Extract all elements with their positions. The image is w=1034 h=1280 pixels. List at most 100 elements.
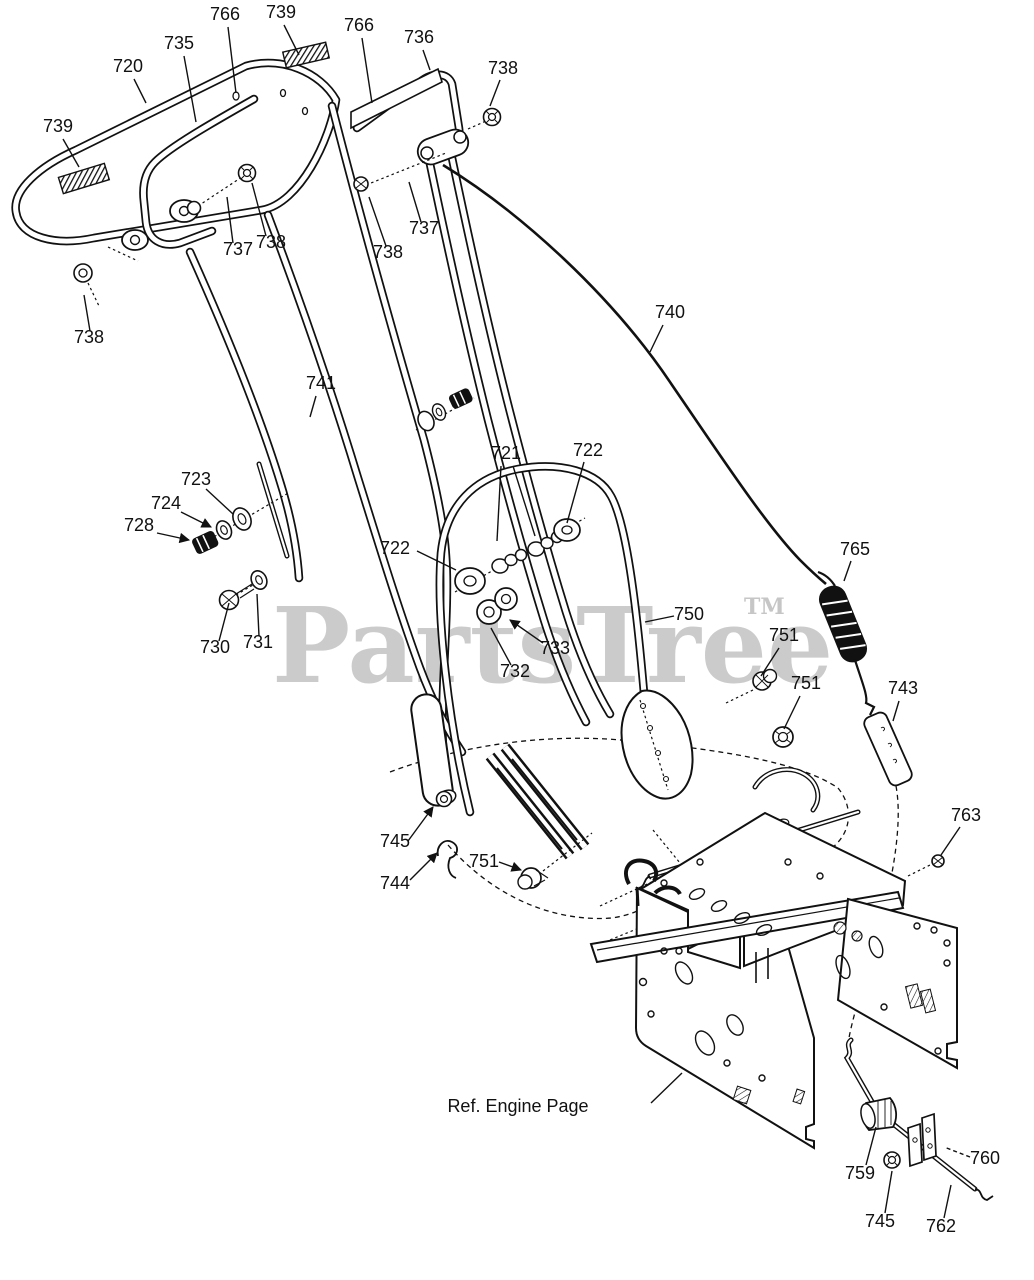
part-label-740: 740 [655,302,685,322]
part-label-ref-engine-page: Ref. Engine Page [447,1096,588,1116]
locknut-745-left [435,789,457,808]
leader-line-744 [409,852,438,881]
setscrew-cluster-right [415,388,475,432]
part-label-728: 728 [124,515,154,535]
part-label-735: 735 [164,33,194,53]
diagram-artwork [11,41,994,1201]
part-label-763: 763 [951,805,981,825]
part-label-736: 736 [404,27,434,47]
part-label-739: 739 [43,116,73,136]
part-label-766: 766 [344,15,374,35]
bolt-751-upper [725,668,778,704]
setscrew-cluster-723-724-728 [192,491,291,554]
leader-line-732 [490,627,512,666]
leader-line-721 [496,465,502,542]
leader-line-751 [760,647,780,677]
part-label-731: 731 [243,632,273,652]
spring-765-icon [817,570,876,716]
leader-line-722 [416,550,457,571]
part-label-762: 762 [926,1216,956,1236]
leader-line-740 [649,324,664,353]
bolt-751-bottom [517,832,593,890]
part-label-760: 760 [970,1148,1000,1168]
upper-handle-720 [11,58,341,246]
leader-line-743 [892,700,900,722]
control-rod-762 [843,1037,994,1201]
cable-740 [442,163,827,585]
bolt-763-icon [907,854,945,877]
slotted-straps [485,743,590,860]
part-label-741: 741 [306,373,336,393]
nut-745-bottom-icon [883,1151,901,1169]
leader-line-750 [644,615,675,623]
part-label-722: 722 [380,538,410,558]
leader-line-737 [226,196,234,244]
part-label-730: 730 [200,637,230,657]
leader-line-730 [218,602,230,642]
leader-line-736 [422,49,431,71]
leader-line-720 [133,78,147,104]
upper-handle-736 [350,67,470,166]
part-label-765: 765 [840,539,870,559]
part-label-744: 744 [380,873,410,893]
leader-line-759 [865,1126,877,1166]
part-label-737: 737 [409,218,439,238]
bolt-737-left [186,163,257,216]
leader-line-745 [407,806,434,842]
washer-738-far-left [73,263,100,307]
leader-line-735 [183,55,197,123]
part-label-745: 745 [380,831,410,851]
bolts-721-washers-722 [454,517,586,595]
leader-line-751 [783,695,801,730]
part-label-721: 721 [491,443,521,463]
part-label-722: 722 [573,440,603,460]
part-label-733: 733 [540,638,570,658]
bolt-730-washer-731 [218,570,269,611]
leader-line-760 [943,1146,971,1158]
part-label-738: 738 [256,232,286,252]
leader-line-766 [227,26,237,94]
setscrew-728-icon [192,530,219,554]
part-label-766: 766 [210,4,240,24]
leader-line-745 [884,1170,893,1214]
grip-strip-766 [350,67,443,130]
part-label-720: 720 [113,56,143,76]
leader-line-766 [361,37,373,104]
part-label-737: 737 [223,239,253,259]
bushing-759-icon [860,1097,897,1131]
clamp-bolt-737 [353,107,502,192]
leader-line-765 [843,560,852,582]
leader-line-741 [309,395,317,418]
leader-line-738 [251,182,267,237]
part-label-724: 724 [151,493,181,513]
leader-line-737 [408,181,422,223]
part-label-738: 738 [74,327,104,347]
leader-line-733 [509,619,544,644]
part-label-739: 739 [266,2,296,22]
engine-side-panel [836,897,958,1070]
part-label-738: 738 [373,242,403,262]
leader-line-739 [62,138,80,168]
leader-line-728 [156,532,191,544]
part-label-745: 745 [865,1211,895,1231]
lower-handle-750 [435,462,649,817]
part-label-723: 723 [181,469,211,489]
leader-line-723 [205,488,234,515]
leader-line-762 [943,1184,952,1219]
lever-plate [620,689,694,800]
washer-738-icon [467,107,502,130]
watermark-tm: TM [744,594,785,620]
part-label-751: 751 [769,625,799,645]
part-label-750: 750 [674,604,704,624]
grip-tape-739-left [57,162,111,195]
part-label-743: 743 [888,678,918,698]
leader-line-721 [512,465,536,537]
leader-line-763 [940,826,961,856]
leader-line-751 [498,861,522,872]
nut-751-lower [772,726,794,748]
leader-line-ref-engine-page [650,1072,683,1104]
part-label-751: 751 [791,673,821,693]
part-label-738: 738 [488,58,518,78]
